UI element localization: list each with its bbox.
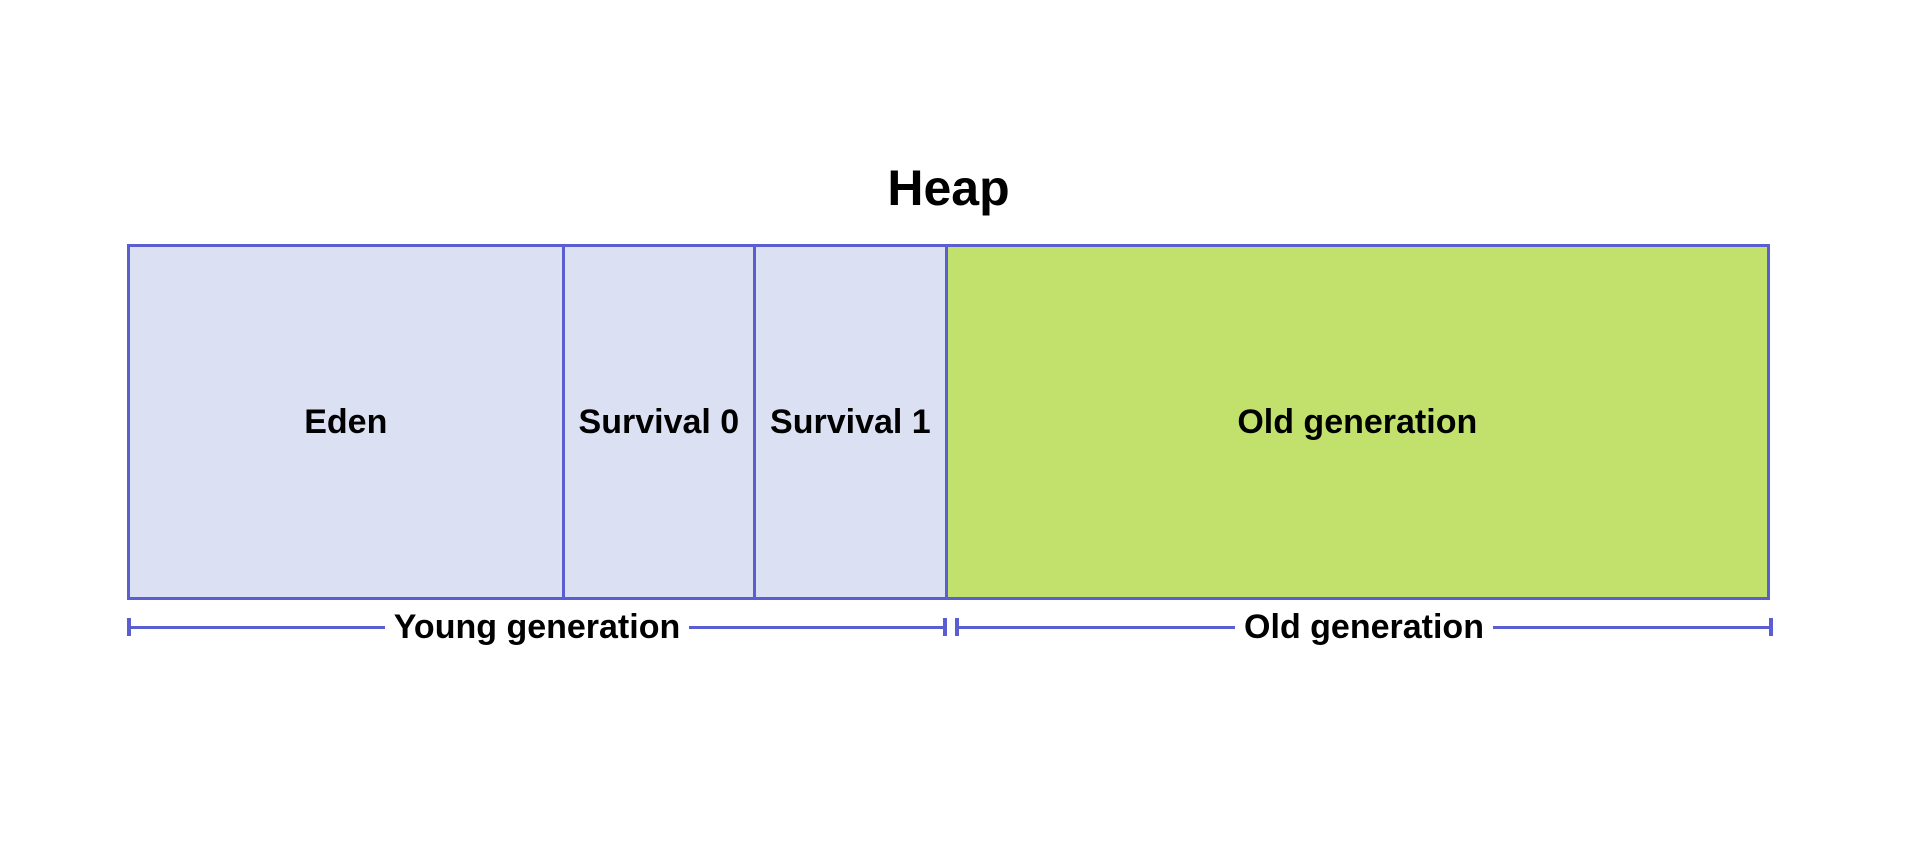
old-generation-bracket-label: Old generation xyxy=(1244,608,1484,646)
heap-section-survival-0: Survival 0 xyxy=(564,247,757,597)
young-generation-bracket-label: Young generation xyxy=(393,608,681,646)
heap-box: Eden Survival 0 Survival 1 Old generatio… xyxy=(127,244,1770,600)
heap-section-old-generation: Old generation xyxy=(947,247,1767,597)
bracket-line xyxy=(131,625,385,629)
eden-label: Eden xyxy=(304,402,388,441)
survival-0-label: Survival 0 xyxy=(578,402,740,441)
old-generation-bracket: Old generation xyxy=(955,608,1774,646)
bracket-line xyxy=(689,625,944,629)
heap-section-survival-1: Survival 1 xyxy=(756,247,948,597)
old-generation-section-label: Old generation xyxy=(1237,402,1478,441)
survival-1-label: Survival 1 xyxy=(770,402,931,441)
heap-section-eden: Eden xyxy=(130,247,565,597)
bracket-tick-right xyxy=(1769,618,1774,636)
bracket-tick-left xyxy=(127,618,131,636)
young-generation-bracket: Young generation xyxy=(127,608,948,646)
diagram-title: Heap xyxy=(887,160,1010,216)
bracket-line xyxy=(959,625,1236,629)
bracket-line xyxy=(1492,625,1770,629)
bracket-tick-right xyxy=(943,618,948,636)
bracket-tick-left xyxy=(955,618,959,636)
